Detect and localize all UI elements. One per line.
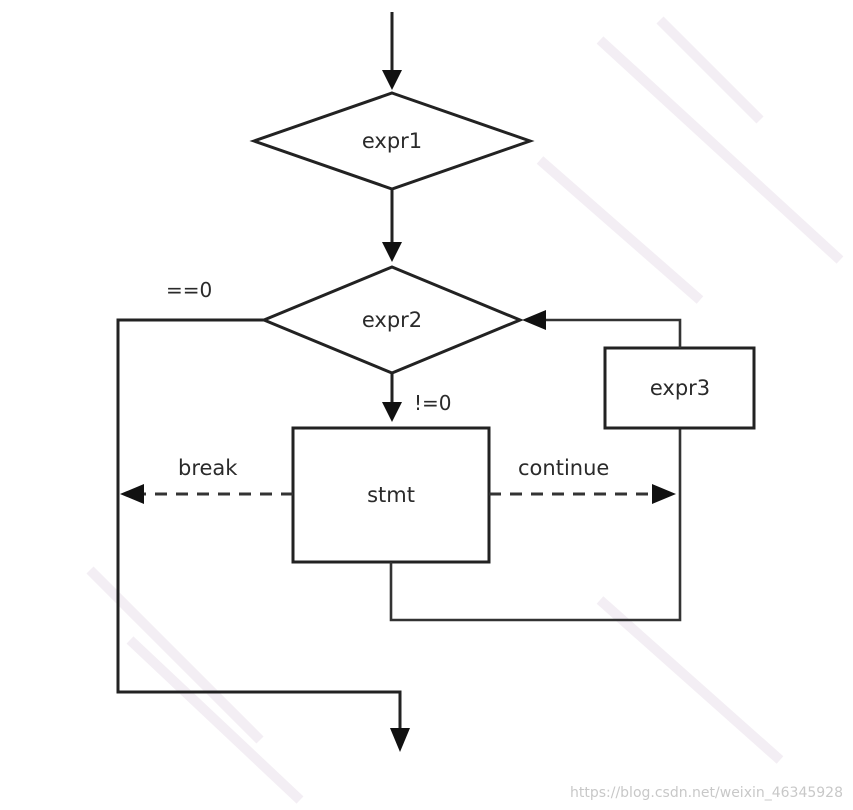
stmt-box [291, 426, 491, 564]
exit-arrowhead [390, 728, 410, 752]
expr3-to-expr2-connector [544, 318, 682, 348]
expr3-box [603, 346, 756, 430]
continue-label: continue [518, 456, 609, 480]
expr1-label: expr1 [362, 129, 422, 153]
expr3-to-expr2-arrowhead [522, 310, 546, 330]
continue-arrowhead [652, 484, 676, 504]
entry-arrowhead [382, 70, 402, 90]
expr1-to-expr2-arrowhead [382, 242, 402, 262]
watermark-text: https://blog.csdn.net/weixin_46345928 [570, 785, 843, 801]
break-arrowhead [120, 484, 144, 504]
stmt-to-expr3-connector [389, 428, 682, 622]
true-condition-label: !=0 [414, 391, 452, 415]
break-label: break [178, 456, 238, 480]
expr3-label: expr3 [650, 376, 710, 400]
false-exit-connector [116, 318, 402, 730]
stmt-label: stmt [367, 483, 415, 507]
true-arrowhead [382, 402, 402, 422]
false-condition-label: ==0 [166, 278, 212, 302]
expr2-label: expr2 [362, 308, 422, 332]
